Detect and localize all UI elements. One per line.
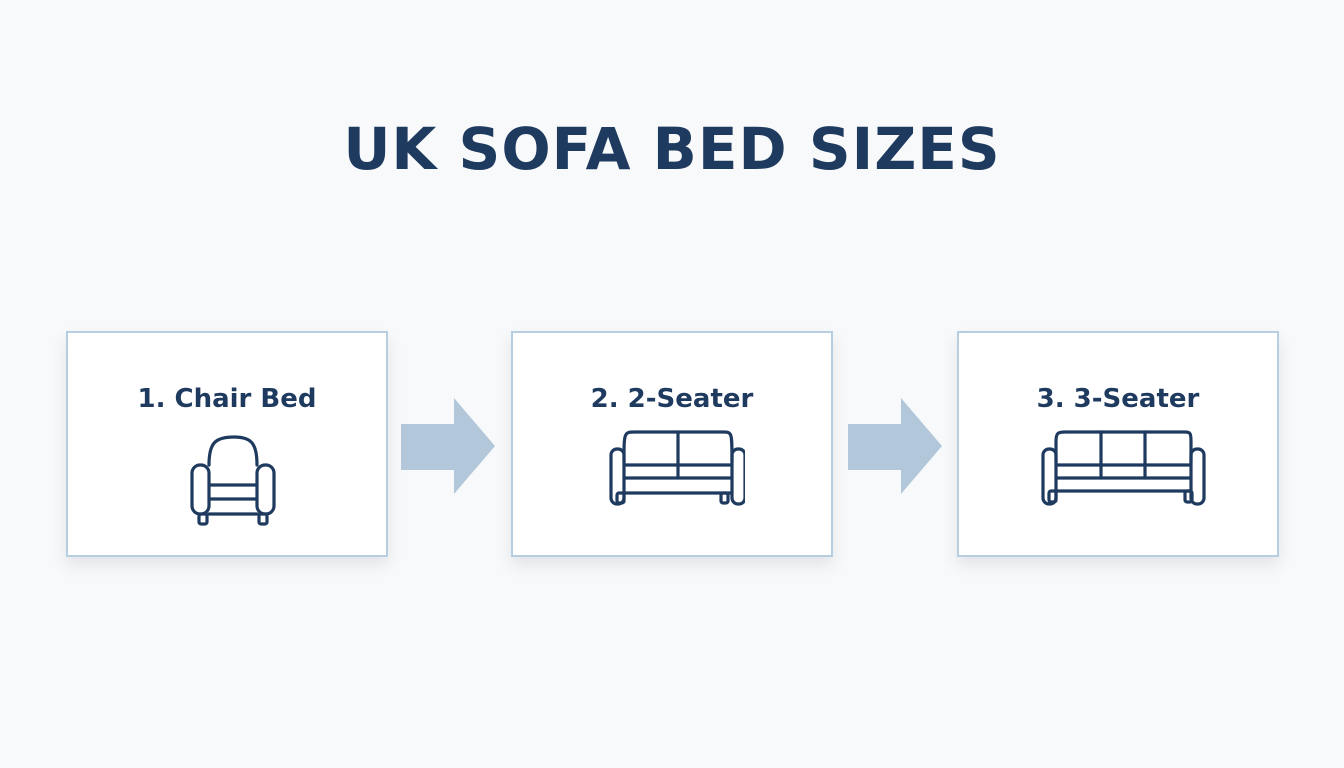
- step-card-2-seater: 2. 2-Seater: [511, 331, 833, 557]
- step-label: 1. Chair Bed: [137, 384, 317, 414]
- step-label: 2. 2-Seater: [590, 384, 754, 414]
- right-arrow-icon: [401, 398, 495, 494]
- page-title: UK SOFA BED SIZES: [343, 115, 1001, 183]
- right-arrow-icon: [848, 398, 942, 494]
- step-label: 3. 3-Seater: [1036, 384, 1200, 414]
- two-seater-sofa-icon: [609, 430, 745, 506]
- three-seater-sofa-icon: [1041, 430, 1206, 506]
- step-card-chair-bed: 1. Chair Bed: [66, 331, 388, 557]
- armchair-icon: [190, 435, 276, 526]
- step-card-3-seater: 3. 3-Seater: [957, 331, 1279, 557]
